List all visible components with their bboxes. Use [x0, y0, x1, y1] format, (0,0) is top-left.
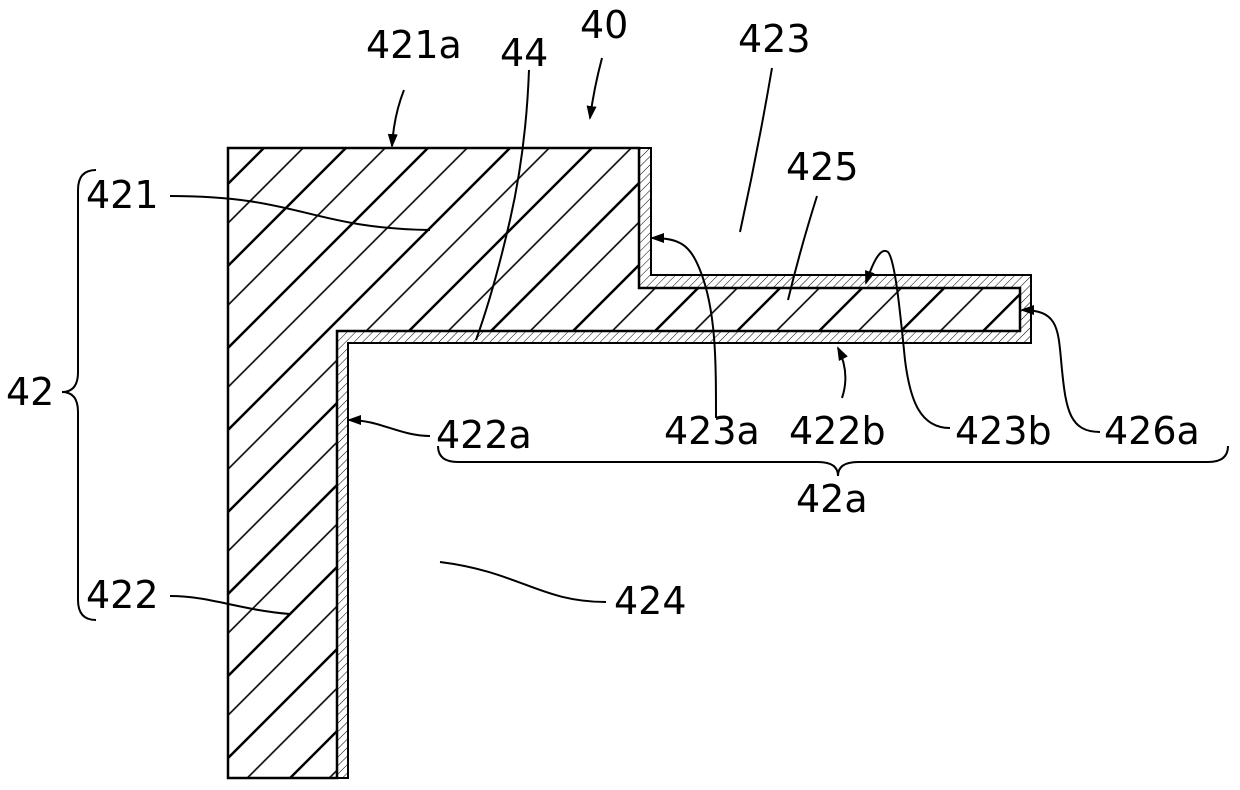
- label-422: 422: [86, 573, 159, 617]
- leader-424: [440, 562, 606, 602]
- leader-422a: [349, 420, 430, 436]
- label-42a: 42a: [796, 477, 868, 521]
- brace-42: [62, 170, 96, 620]
- label-423: 423: [738, 17, 811, 61]
- label-423b: 423b: [955, 409, 1052, 453]
- label-422b: 422b: [789, 409, 886, 453]
- label-424: 424: [614, 579, 687, 623]
- label-42: 42: [6, 370, 54, 414]
- leader-421a: [392, 90, 404, 146]
- label-44: 44: [500, 31, 548, 75]
- label-422a: 422a: [436, 413, 532, 457]
- leader-422b: [838, 348, 845, 398]
- leader-40: [590, 58, 602, 118]
- label-421: 421: [86, 173, 159, 217]
- label-426a: 426a: [1104, 409, 1200, 453]
- label-421a: 421a: [366, 23, 462, 67]
- leader-423: [740, 68, 772, 232]
- label-425: 425: [786, 145, 859, 189]
- label-40: 40: [580, 3, 628, 47]
- label-423a: 423a: [664, 409, 760, 453]
